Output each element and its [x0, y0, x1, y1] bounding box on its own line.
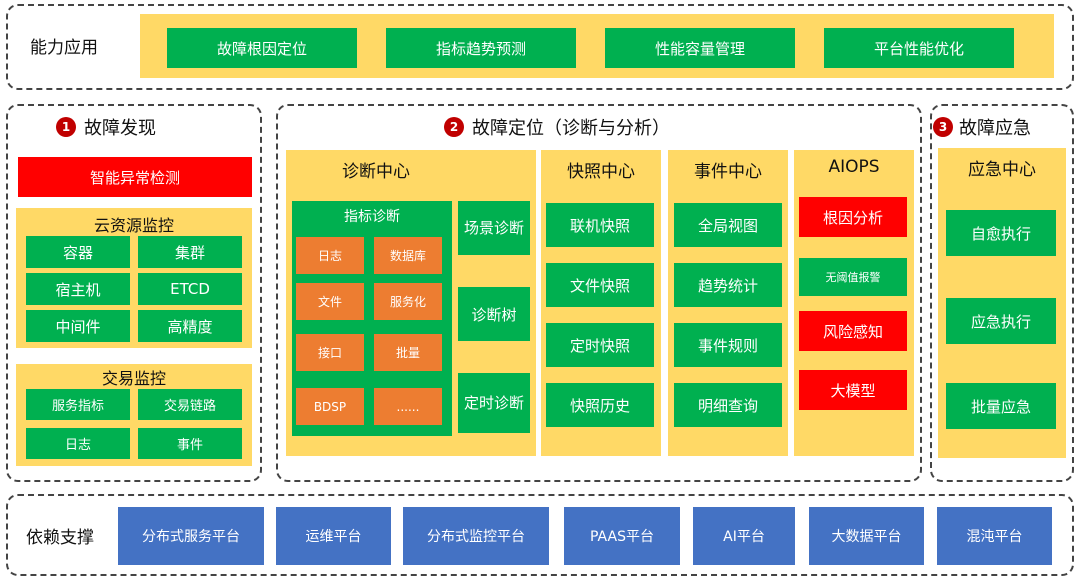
metric-item-file: 文件: [296, 283, 364, 320]
scheduled-diagnosis-box: 定时诊断: [458, 373, 530, 433]
snapshot-item-scheduled: 定时快照: [546, 323, 654, 367]
aiops-item-root-cause: 根因分析: [799, 197, 907, 237]
trade-item-service-metric: 服务指标: [26, 389, 130, 420]
diagnosis-center-title: 诊断中心: [342, 161, 410, 182]
capability-label: 能力应用: [30, 37, 98, 58]
support-item-paas: PAAS平台: [564, 507, 680, 565]
cloud-item-cluster: 集群: [138, 236, 242, 268]
aiops-center: [794, 150, 914, 456]
capability-item-trend: 指标趋势预测: [386, 28, 576, 68]
capability-panel: [6, 4, 1074, 90]
support-item-ai: AI平台: [693, 507, 795, 565]
cloud-monitor-title: 云资源监控: [93, 216, 174, 235]
capability-item-capacity: 性能容量管理: [605, 28, 795, 68]
snapshot-center-title: 快照中心: [567, 161, 635, 182]
trade-item-trade-link: 交易链路: [138, 389, 242, 420]
emergency-center-title: 应急中心: [968, 159, 1036, 180]
event-item-detail-query: 明细查询: [674, 383, 782, 427]
trade-monitor-title: 交易监控: [101, 369, 166, 388]
emergency-item-batch: 批量应急: [946, 383, 1056, 429]
snapshot-item-history: 快照历史: [546, 383, 654, 427]
support-item-distributed-service: 分布式服务平台: [118, 507, 264, 565]
location-panel: [276, 104, 922, 482]
capability-item-root-cause: 故障根因定位: [167, 28, 357, 68]
metric-item-log: 日志: [296, 237, 364, 274]
cloud-item-container: 容器: [26, 236, 130, 268]
metric-diagnosis-title: 指标诊断: [344, 209, 400, 225]
anomaly-detection-box: 智能异常检测: [18, 157, 252, 197]
location-heading: 2 故障定位（诊断与分析）: [444, 114, 670, 140]
support-item-distributed-monitor: 分布式监控平台: [403, 507, 549, 565]
diagnosis-tree-box: 诊断树: [458, 287, 530, 341]
cloud-item-middleware: 中间件: [26, 310, 130, 342]
metric-item-interface: 接口: [296, 334, 364, 371]
emergency-item-execute: 应急执行: [946, 298, 1056, 344]
discovery-title: 故障发现: [84, 118, 156, 139]
event-center-title: 事件中心: [694, 161, 762, 182]
support-panel: [6, 494, 1074, 576]
support-item-chaos: 混沌平台: [937, 507, 1052, 565]
event-item-global-view: 全局视图: [674, 203, 782, 247]
emergency-title: 故障应急: [959, 118, 1031, 139]
scenario-diagnosis-box: 场景诊断: [458, 201, 530, 255]
capability-item-perf: 平台性能优化: [824, 28, 1014, 68]
aiops-title: AIOPS: [828, 157, 880, 177]
trade-item-event: 事件: [138, 428, 242, 459]
cloud-item-etcd: ETCD: [138, 273, 242, 305]
aiops-item-no-threshold-alert: 无阈值报警: [799, 258, 907, 296]
emergency-heading: 3 故障应急: [933, 114, 1031, 140]
location-number-badge: 2: [444, 117, 464, 137]
snapshot-item-online: 联机快照: [546, 203, 654, 247]
emergency-panel: [930, 104, 1074, 482]
metric-item-service: 服务化: [374, 283, 442, 320]
aiops-item-risk-perception: 风险感知: [799, 311, 907, 351]
support-item-bigdata: 大数据平台: [809, 507, 924, 565]
location-title: 故障定位（诊断与分析）: [472, 118, 670, 139]
discovery-panel: [6, 104, 262, 482]
event-item-rules: 事件规则: [674, 323, 782, 367]
metric-item-batch: 批量: [374, 334, 442, 371]
support-item-ops: 运维平台: [276, 507, 391, 565]
cloud-item-host: 宿主机: [26, 273, 130, 305]
metric-item-more: ......: [374, 388, 442, 425]
discovery-number-badge: 1: [56, 117, 76, 137]
support-label: 依赖支撑: [26, 527, 94, 548]
event-item-trend-stats: 趋势统计: [674, 263, 782, 307]
aiops-item-large-model: 大模型: [799, 370, 907, 410]
metric-item-database: 数据库: [374, 237, 442, 274]
metric-item-bdsp: BDSP: [296, 388, 364, 425]
cloud-item-precision: 高精度: [138, 310, 242, 342]
emergency-number-badge: 3: [933, 117, 953, 137]
discovery-heading: 1 故障发现: [56, 114, 156, 140]
snapshot-item-file: 文件快照: [546, 263, 654, 307]
trade-item-log: 日志: [26, 428, 130, 459]
emergency-item-self-heal: 自愈执行: [946, 210, 1056, 256]
